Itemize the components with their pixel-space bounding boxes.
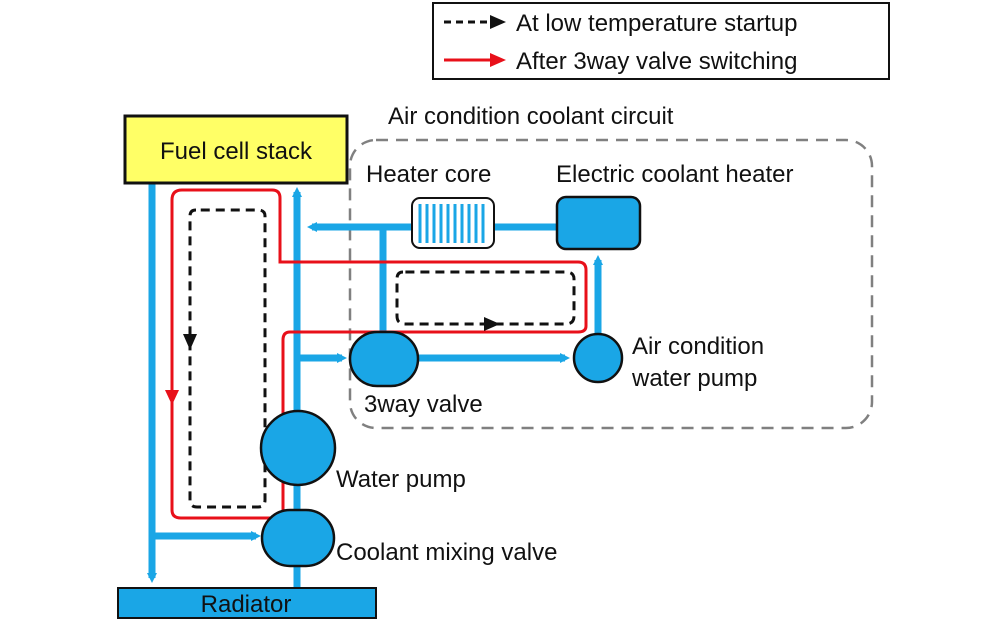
fuel-cell-stack-box — [123, 114, 349, 185]
water-pump-label: Water pump — [336, 466, 466, 493]
electric-coolant-heater: Electric coolant heater — [555, 161, 793, 251]
three-way-valve-label: 3way valve — [364, 391, 483, 418]
air-condition-water-pump: Air condition water pump — [572, 332, 764, 392]
black-loop-stack — [188, 208, 267, 509]
legend: At low temperature startup After 3way va… — [432, 2, 890, 80]
radiator: Radiator — [117, 587, 377, 619]
black-arrowhead-ac-loop — [484, 317, 500, 331]
heater-core-label: Heater core — [366, 161, 491, 188]
mixing-valve-body — [260, 508, 336, 568]
black-arrowhead-stack-loop — [183, 334, 197, 350]
mixing-valve-label: Coolant mixing valve — [336, 539, 557, 566]
water-pump: Water pump — [259, 409, 466, 493]
radiator-box — [117, 587, 377, 619]
radiator-label: Radiator — [201, 591, 292, 618]
air-condition-pump-label-line2: water pump — [631, 365, 757, 392]
air-condition-pump-label-line1: Air condition — [632, 333, 764, 360]
fuel-cell-stack-label: Fuel cell stack — [160, 138, 313, 165]
red-flow-arrowhead — [165, 390, 179, 405]
legend-switching-label: After 3way valve switching — [516, 48, 797, 75]
heater-core: Heater core — [366, 161, 495, 249]
water-pump-body — [259, 409, 337, 487]
electric-heater-box — [555, 195, 642, 251]
legend-box — [432, 2, 890, 80]
legend-startup-label: At low temperature startup — [516, 10, 797, 37]
three-way-valve-body — [348, 330, 420, 388]
coolant-pipes — [147, 182, 603, 588]
fuel-cell-stack: Fuel cell stack — [123, 114, 349, 185]
coolant-mixing-valve: Coolant mixing valve — [260, 508, 557, 568]
black-loop-ac — [395, 270, 576, 326]
circuit-title: Air condition coolant circuit — [388, 103, 674, 130]
legend-switching-arrowhead — [490, 53, 506, 67]
air-condition-circuit-boundary — [348, 138, 874, 430]
electric-heater-label: Electric coolant heater — [556, 161, 793, 188]
heater-core-fins — [418, 204, 485, 243]
startup-flow-path — [188, 208, 576, 509]
air-condition-pump-body — [572, 332, 624, 384]
legend-startup-arrowhead — [490, 15, 506, 29]
three-way-valve: 3way valve — [348, 330, 483, 418]
